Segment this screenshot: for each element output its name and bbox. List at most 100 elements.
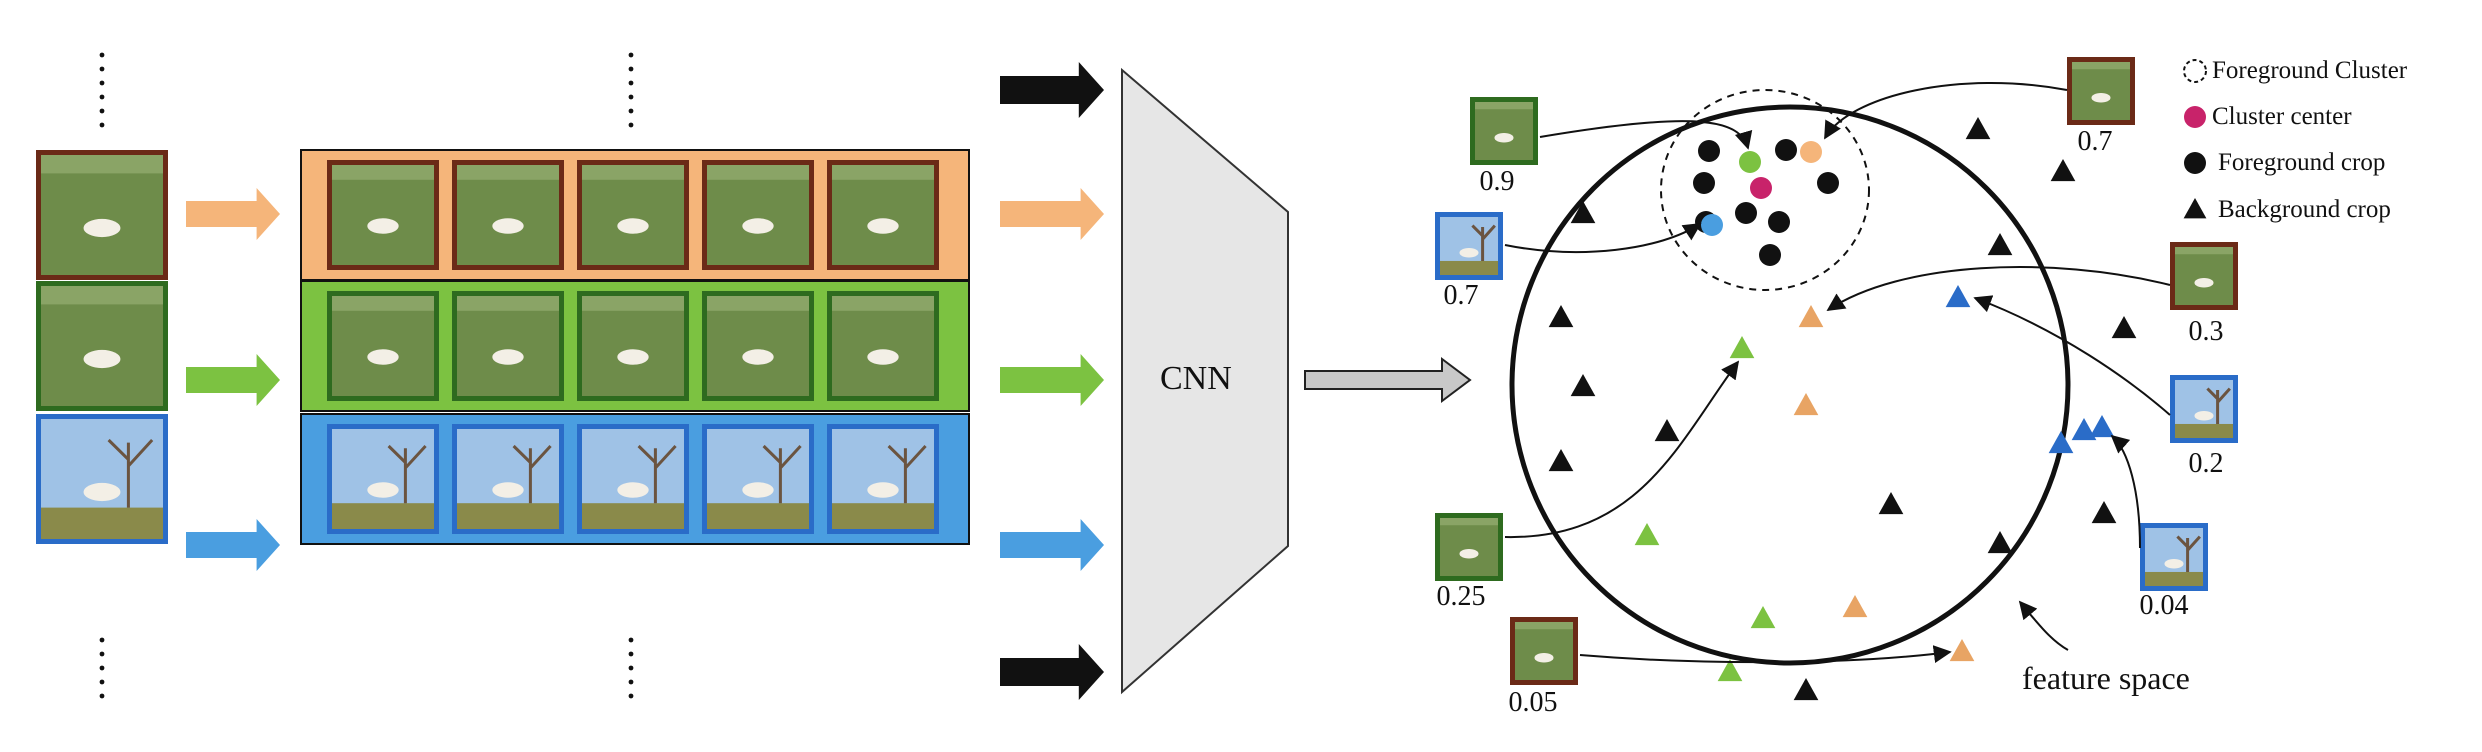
ellipsis-dots xyxy=(628,80,634,86)
thumb-dog xyxy=(742,218,774,234)
background-crop-triangle xyxy=(2050,159,2076,182)
crop-image xyxy=(452,424,564,534)
cnn-input-arrow xyxy=(1000,644,1104,700)
background-crop-triangle xyxy=(1750,606,1776,629)
crop-image xyxy=(577,160,689,270)
thumb-frame xyxy=(452,160,564,270)
input-arrow xyxy=(186,519,280,571)
thumb-dog xyxy=(367,482,399,498)
crop-image xyxy=(827,291,939,401)
legend-cluster-center-label: Cluster center xyxy=(2212,103,2352,130)
background-crop-triangle xyxy=(1717,659,1743,682)
ellipsis-dots xyxy=(99,108,105,114)
background-crop-triangle xyxy=(1987,233,2013,256)
thumb-ground xyxy=(36,507,168,544)
thumb-tree xyxy=(2206,387,2231,424)
thumb-ground xyxy=(327,503,439,534)
connector-arrow xyxy=(1539,120,1753,150)
thumb-dog xyxy=(2194,411,2214,421)
background-crop-triangle xyxy=(2071,418,2097,441)
input-arrow xyxy=(186,188,280,240)
thumb-dog xyxy=(742,349,774,365)
thumb-tree xyxy=(637,444,677,504)
thumb-dog xyxy=(617,482,649,498)
foreground-crop-dot xyxy=(1739,151,1761,173)
score-label: 0.9 xyxy=(1479,166,1515,197)
score-label: 0.04 xyxy=(2139,590,2189,621)
cnn-input-arrow xyxy=(1000,519,1104,571)
ellipsis-dots xyxy=(99,66,105,72)
ellipsis-dots xyxy=(99,52,105,58)
source-image xyxy=(36,281,168,411)
thumb-dog xyxy=(2164,559,2184,569)
thumb-frame xyxy=(2170,375,2238,443)
ellipsis-dots xyxy=(628,679,634,685)
thumb-dog xyxy=(1459,549,1479,559)
thumb-dog xyxy=(867,482,899,498)
background-crop-triangle xyxy=(1570,374,1596,397)
ellipsis-dots xyxy=(99,679,105,685)
thumb-ground xyxy=(827,503,939,534)
thumb-frame xyxy=(2067,57,2135,125)
thumb-tree xyxy=(387,444,427,504)
legend-magenta-dot-icon xyxy=(2184,106,2206,128)
background-crop-triangle xyxy=(1654,419,1680,442)
background-crop-triangle xyxy=(1842,595,1868,618)
background-crop-triangle xyxy=(2048,431,2074,454)
foreground-crop-dot xyxy=(1768,211,1790,233)
thumb-tree xyxy=(762,444,802,504)
score-label: 0.7 xyxy=(1443,280,1479,311)
thumb-ground xyxy=(702,503,814,534)
thumb-frame xyxy=(702,160,814,270)
background-crop-triangle xyxy=(1548,449,1574,472)
cnn-label: CNN xyxy=(1160,360,1232,397)
thumb-frame xyxy=(327,160,439,270)
thumb-ground xyxy=(452,503,564,534)
thumb-frame xyxy=(36,414,168,544)
ellipsis-dots xyxy=(628,108,634,114)
connector-arrow xyxy=(1504,360,1740,539)
thumb-tree xyxy=(512,444,552,504)
thumb-dog xyxy=(2091,93,2111,103)
thumb-tree xyxy=(107,438,154,508)
cnn-input-arrow xyxy=(1000,62,1104,118)
connector-arrow xyxy=(1824,82,2068,140)
ellipsis-dots xyxy=(628,693,634,699)
foreground-cluster-outline xyxy=(1660,89,1870,291)
foreground-crop-dot xyxy=(1775,139,1797,161)
crop-image xyxy=(452,291,564,401)
feature-thumbnail xyxy=(2140,523,2208,591)
thumb-frame xyxy=(327,424,439,534)
ellipsis-dots xyxy=(99,122,105,128)
thumb-frame xyxy=(827,160,939,270)
score-label: 0.2 xyxy=(2188,448,2224,479)
crop-image xyxy=(702,291,814,401)
foreground-crop-dot xyxy=(1698,140,1720,162)
crop-image xyxy=(702,160,814,270)
legend-black-triangle-icon xyxy=(2183,198,2207,219)
crop-image xyxy=(327,160,439,270)
connector-arrow xyxy=(2018,600,2069,651)
foreground-crop-dot xyxy=(1701,214,1723,236)
feature-thumbnail xyxy=(1435,212,1503,280)
background-crop-triangle xyxy=(2111,316,2137,339)
cnn-output-arrow xyxy=(1304,357,1472,403)
thumb-dog xyxy=(1494,133,1514,143)
cnn-input-arrow xyxy=(1000,188,1104,240)
connector-arrow xyxy=(1973,295,2171,416)
crop-image xyxy=(577,424,689,534)
thumb-dog xyxy=(83,218,121,238)
feature-thumbnail xyxy=(1435,513,1503,581)
thumb-tree xyxy=(1471,224,1496,261)
thumb-highlight xyxy=(36,281,168,305)
background-crop-triangle xyxy=(1945,285,1971,308)
background-crop-triangle xyxy=(2089,415,2115,438)
background-crop-triangle xyxy=(1987,531,2013,554)
thumb-frame xyxy=(36,150,168,280)
thumb-frame xyxy=(827,291,939,401)
thumb-dog xyxy=(83,482,121,502)
source-image xyxy=(36,414,168,544)
ellipsis-dots xyxy=(628,52,634,58)
background-crop-triangle xyxy=(1949,639,1975,662)
legend-foreground-cluster-label: Foreground Cluster xyxy=(2212,57,2408,84)
